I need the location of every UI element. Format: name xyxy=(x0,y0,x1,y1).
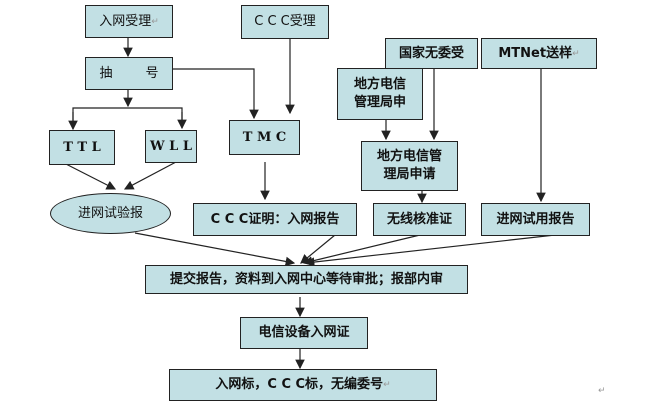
arrow-wll-report xyxy=(123,161,177,190)
node-mtnet: MTNet送样↵ xyxy=(481,38,597,69)
node-label: 进网试验报 xyxy=(77,205,143,221)
node-trial-report: 进网试用报告 xyxy=(481,203,590,236)
node-local-bureau-1: 地方电信管理局申 xyxy=(337,68,423,120)
arrow-sampling-tmc xyxy=(172,68,259,120)
node-label: MTNet送样 xyxy=(498,45,573,61)
node-wll: W L L xyxy=(145,130,197,163)
paragraph-mark: ↵ xyxy=(598,386,606,396)
node-labels: 入网标，C C C标，无编委号↵ xyxy=(169,369,437,401)
node-label: 无线核准证 xyxy=(386,211,452,227)
node-ttl: T T L xyxy=(49,130,115,165)
return-mark: ↵ xyxy=(572,48,580,59)
node-label: 提交报告，资料到入网中心等待审批；报部内审 xyxy=(169,271,443,287)
node-label: C C C证明：入网报告 xyxy=(210,211,340,227)
node-label: 抽 号 xyxy=(99,65,159,81)
node-local-bureau-2: 地方电信管理局申请 xyxy=(361,141,458,191)
node-ccc-intake: C C C受理 xyxy=(241,5,329,39)
arrow-report-submit xyxy=(134,232,296,267)
arrow-trial-submit xyxy=(304,234,556,267)
node-radio-cert: 无线核准证 xyxy=(373,203,466,236)
node-intake: 入网受理↵ xyxy=(85,5,173,38)
node-label: 电信设备入网证 xyxy=(258,325,350,340)
node-test-report: 进网试验报 xyxy=(50,193,171,234)
arrow-radio-submit xyxy=(302,234,421,266)
split-line xyxy=(72,107,183,128)
node-label: 国家无委受 xyxy=(398,45,464,61)
node-srrc: 国家无委受 xyxy=(385,38,478,69)
arrow-ttl-report xyxy=(61,161,117,190)
node-label: 地方电信管理局申请 xyxy=(376,149,442,182)
node-license: 电信设备入网证 xyxy=(240,317,368,349)
node-label: W L L xyxy=(150,138,192,154)
node-label: 进网试用报告 xyxy=(496,211,575,227)
return-mark: ↵ xyxy=(151,16,159,27)
node-ccc-cert: C C C证明：入网报告 xyxy=(193,203,357,236)
node-submit: 提交报告，资料到入网中心等待审批；报部内审 xyxy=(145,265,468,294)
node-label: 地方电信管理局申 xyxy=(353,77,406,110)
node-label: 入网受理 xyxy=(99,13,152,29)
node-label: T T L xyxy=(63,139,101,155)
node-sampling: 抽 号 xyxy=(85,57,173,90)
node-tmc: T M C xyxy=(229,120,300,155)
arrow-ccccert-submit xyxy=(300,234,336,264)
node-label: C C C受理 xyxy=(254,14,316,29)
node-label: T M C xyxy=(242,129,287,145)
node-label: 入网标，C C C标，无编委号 xyxy=(215,377,384,392)
return-mark: ↵ xyxy=(383,380,391,390)
